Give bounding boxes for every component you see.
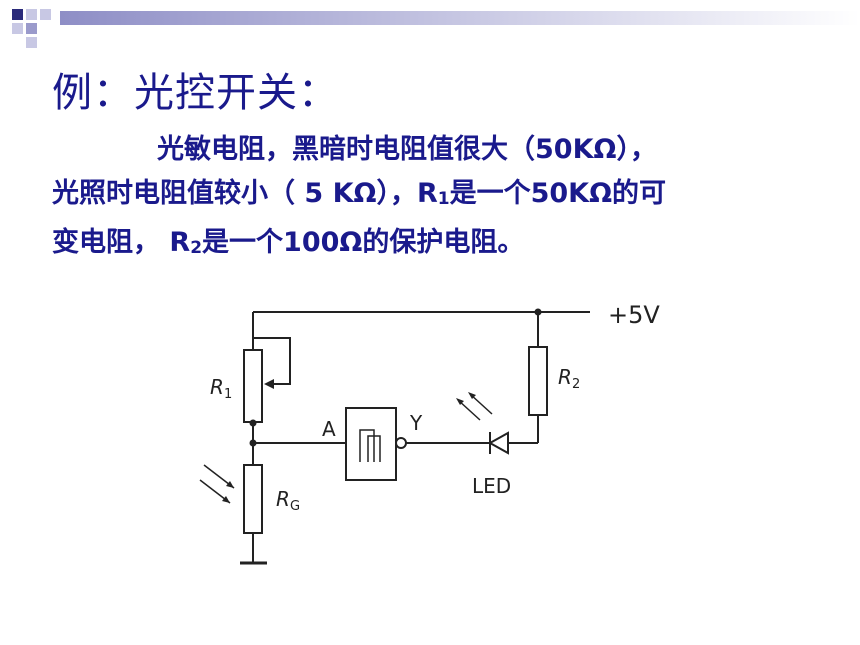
description-line-1: 光敏电阻，黑暗时电阻值很大（50KΩ）， <box>157 134 657 165</box>
r1-ref-sub: 1 <box>437 189 450 209</box>
rg-label: R <box>276 487 290 511</box>
schmitt-symbol <box>359 429 381 462</box>
r1-ref: R <box>416 178 438 209</box>
circuit-diagram: +5V R 1 R 2 R G A Y LED <box>199 301 660 565</box>
r1-resistor <box>243 349 263 423</box>
r1-wiper <box>253 337 291 385</box>
description-line-2: 光照时电阻值较小（ 5 KΩ），R1是一个50KΩ的可 <box>52 172 842 221</box>
led-light-arrows <box>456 392 493 421</box>
r2-label-sub: 2 <box>572 377 580 392</box>
not-bubble <box>395 437 407 449</box>
r2-label: R <box>558 365 572 389</box>
not-gate <box>345 407 397 481</box>
r1-label-sub: 1 <box>224 387 232 402</box>
junction-left-upper <box>249 419 257 427</box>
description-line-3: 变电阻， R2是一个100Ω的保护电阻。 <box>52 221 842 270</box>
r2-resistor <box>528 346 548 416</box>
slide-title: 例：光控开关： <box>52 70 339 116</box>
description-line-2-a: 光照时电阻值较小（ 5 KΩ）， <box>52 178 417 209</box>
rg-label-sub: G <box>290 499 300 514</box>
r1-wiper-arrow <box>264 379 274 389</box>
light-arrows-rg <box>199 464 235 504</box>
r1-label: R <box>210 375 224 399</box>
description-paragraph: 光敏电阻，黑暗时电阻值很大（50KΩ）， 光照时电阻值较小（ 5 KΩ），R1是… <box>52 128 842 270</box>
description-line-2-b: 是一个50KΩ的可 <box>449 178 667 209</box>
led-diode <box>487 431 509 455</box>
gate-input-label: A <box>322 417 336 441</box>
description-line-3-a: 变电阻， <box>52 227 170 258</box>
gate-output-label: Y <box>409 411 423 435</box>
r2-ref-sub: 2 <box>190 238 203 258</box>
header-decoration <box>12 9 860 48</box>
supply-label: +5V <box>608 301 660 329</box>
description-line-3-b: 是一个100Ω的保护电阻。 <box>202 227 525 258</box>
rg-photoresistor <box>243 464 263 534</box>
r2-ref: R <box>169 227 191 258</box>
led-label: LED <box>472 474 511 498</box>
